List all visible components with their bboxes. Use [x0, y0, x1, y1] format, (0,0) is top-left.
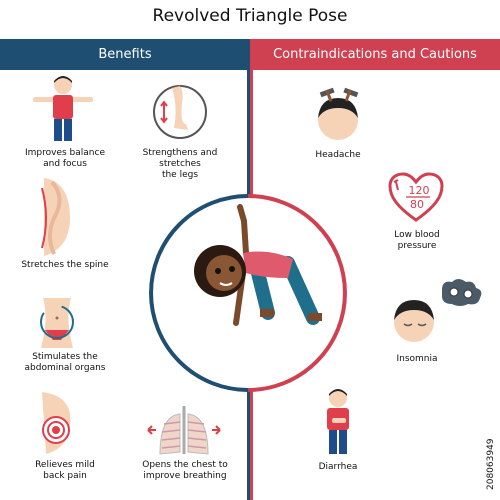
insomnia-icon: [394, 279, 482, 342]
benefit-label: Stimulates the abdominal organs: [24, 352, 106, 373]
legs-icon: [153, 85, 207, 139]
contra-label: Headache: [315, 150, 361, 160]
benefit-label: Strengthens and stretches the legs: [142, 148, 218, 180]
contra-label: Diarrhea: [318, 462, 358, 472]
stock-id: 208063949: [486, 438, 496, 490]
abdomen-icon: [40, 298, 74, 348]
benefits-header: Benefits: [0, 39, 250, 70]
headache-icon: [318, 87, 359, 140]
back-pain-icon: [42, 392, 71, 454]
spine-icon: [41, 178, 70, 256]
diarrhea-person-icon: [327, 389, 349, 454]
person-balance-icon: [33, 76, 93, 141]
yoga-pose-figure-icon: [149, 194, 347, 392]
benefit-label: Improves balance and focus: [25, 148, 105, 169]
lungs-icon: [147, 406, 221, 455]
blood-pressure-heart-icon: 120 80: [388, 172, 444, 222]
benefit-label: Opens the chest to improve breathing: [142, 460, 228, 481]
bp-diastolic: 80: [410, 198, 424, 211]
benefit-label: Relieves mild back pain: [35, 460, 95, 481]
contra-label: Low blood pressure: [394, 230, 440, 251]
page-title: Revolved Triangle Pose: [152, 6, 348, 26]
contra-label: Insomnia: [396, 354, 438, 364]
contraindications-header: Contraindications and Cautions: [250, 39, 500, 70]
bp-systolic: 120: [409, 184, 430, 197]
benefit-label: Stretches the spine: [21, 260, 109, 270]
